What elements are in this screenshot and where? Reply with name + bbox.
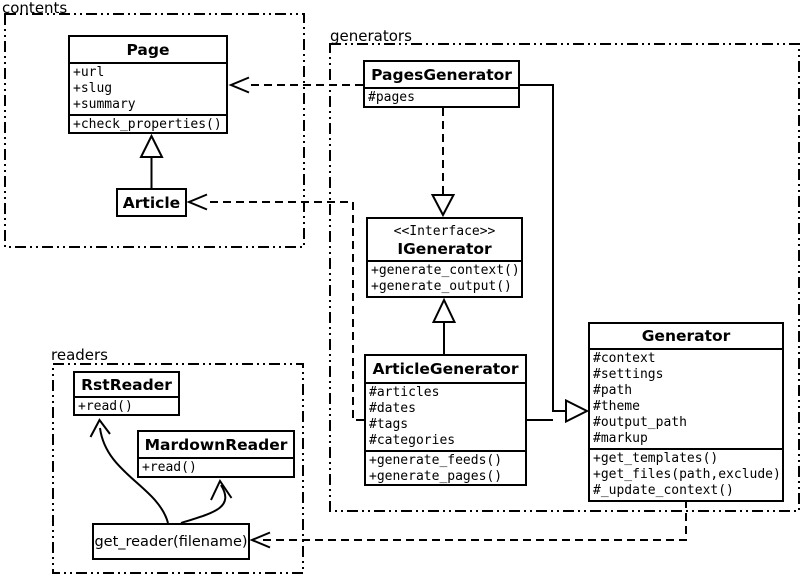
realization-arrow-icon-pagesgenerator-igenerator xyxy=(430,194,456,218)
methods-section: +read() xyxy=(139,457,293,476)
method-row: +get_files(path,exclude) xyxy=(593,467,781,482)
class-title: Page xyxy=(126,40,170,59)
class-box-article: Article xyxy=(116,188,187,217)
attr-row: #categories xyxy=(369,433,456,448)
generalization-arrow-icon-generator xyxy=(565,398,590,424)
attr-row: +slug xyxy=(73,81,113,96)
open-arrow-icon-pagesgenerator-page xyxy=(228,76,250,94)
class-box-pagesgenerator: PagesGenerator #pages xyxy=(363,60,520,108)
curve-line-getreader-markdownreader xyxy=(180,484,227,524)
open-arrow-icon-generator-getreader xyxy=(249,531,271,549)
class-title: Article xyxy=(122,193,181,212)
curve-line-getreader-rstreader xyxy=(99,427,169,524)
class-title: IGenerator xyxy=(397,239,492,258)
open-arrow-icon-articlegenerator-article xyxy=(186,193,208,211)
method-row: +generate_feeds() xyxy=(369,453,503,468)
class-title: ArticleGenerator xyxy=(372,360,519,378)
function-label: get_reader(filename) xyxy=(94,533,248,550)
class-box-page: Page +url +slug +summary +check_properti… xyxy=(68,35,228,134)
method-row: +generate_pages() xyxy=(369,469,503,484)
class-title: Generator xyxy=(641,327,731,345)
dependency-line-generator-getreader xyxy=(263,500,687,541)
attr-row: #markup xyxy=(593,431,648,446)
attr-row: #theme xyxy=(593,399,640,414)
package-label-generators: generators xyxy=(330,27,412,45)
method-row: #_update_context() xyxy=(593,483,734,498)
methods-section: +get_templates() +get_files(path,exclude… xyxy=(590,448,782,500)
class-title: MardownReader xyxy=(144,435,288,454)
attr-row: #settings xyxy=(593,367,664,382)
attributes-section: #articles #dates #tags #categories xyxy=(366,382,525,450)
attributes-section: #pages xyxy=(365,87,518,106)
attr-row: #articles xyxy=(369,385,440,400)
package-label-contents: contents xyxy=(2,0,68,17)
method-row: +read() xyxy=(142,460,197,475)
attr-row: #output_path xyxy=(593,415,687,430)
class-box-generator: Generator #context #settings #path #them… xyxy=(588,322,784,502)
package-border-readers xyxy=(52,363,304,574)
attr-row: #context xyxy=(593,351,656,366)
attr-row: #tags xyxy=(369,417,409,432)
dependency-line-articlegenerator-article xyxy=(208,201,364,421)
methods-section: +generate_context() +generate_output() xyxy=(368,260,521,296)
methods-section: +generate_feeds() +generate_pages() xyxy=(366,450,525,484)
package-border-generators xyxy=(329,43,800,512)
attr-row: #dates xyxy=(369,401,416,416)
package-border-contents xyxy=(4,13,305,248)
class-box-igenerator: <<Interface>> IGenerator +generate_conte… xyxy=(366,217,523,298)
class-box-articlegenerator: ArticleGenerator #articles #dates #tags … xyxy=(364,354,527,486)
function-box-get-reader: get_reader(filename) xyxy=(92,523,250,560)
generalization-arrow-icon-article-page xyxy=(139,133,164,158)
open-arrow-icon-getreader-markdownreader xyxy=(210,478,233,501)
methods-section: +check_properties() xyxy=(70,114,226,132)
class-box-markdownreader: MardownReader +read() xyxy=(137,430,295,478)
generalization-line-pagesgenerator-generator xyxy=(520,84,566,412)
generalization-arrow-icon-articlegenerator-igenerator xyxy=(431,297,457,323)
methods-section: +read() xyxy=(75,396,178,414)
method-row: +read() xyxy=(78,399,133,414)
method-row: +generate_output() xyxy=(371,279,512,294)
attributes-section: #context #settings #path #theme #output_… xyxy=(590,348,782,448)
class-title: RstReader xyxy=(81,375,172,394)
class-title-block: <<Interface>> IGenerator xyxy=(368,219,521,260)
attributes-section: +url +slug +summary xyxy=(70,62,226,114)
stereotype-label: <<Interface>> xyxy=(393,223,496,239)
method-row: +generate_context() xyxy=(371,263,520,278)
class-title: PagesGenerator xyxy=(371,65,512,84)
package-label-readers: readers xyxy=(51,346,108,364)
method-row: +check_properties() xyxy=(73,117,222,132)
attr-row: #path xyxy=(593,383,633,398)
attr-row: +url xyxy=(73,65,105,80)
attr-row: #pages xyxy=(368,90,415,105)
attr-row: +summary xyxy=(73,97,136,112)
open-arrow-icon-getreader-rstreader xyxy=(89,418,111,438)
class-box-rstreader: RstReader +read() xyxy=(73,371,180,416)
method-row: +get_templates() xyxy=(593,451,719,466)
